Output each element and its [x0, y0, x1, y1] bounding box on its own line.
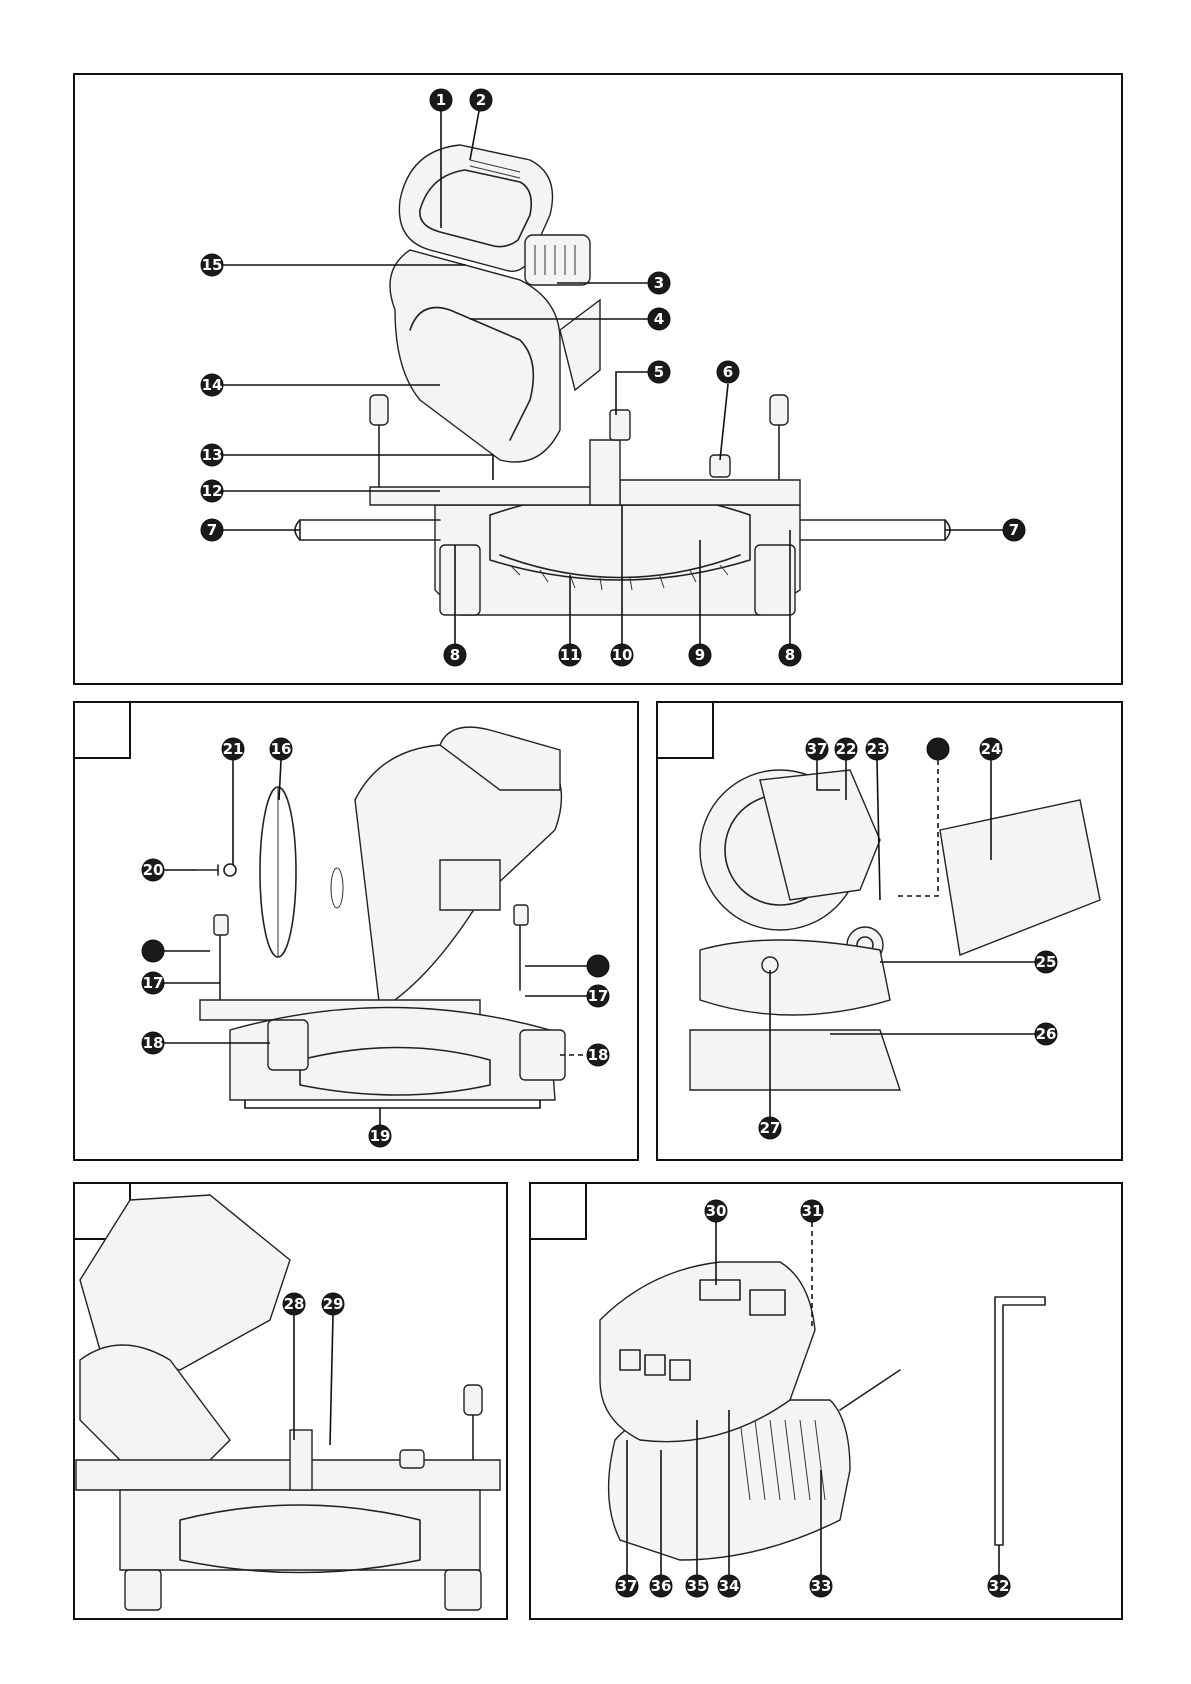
callout-marker: 23: [866, 738, 888, 760]
svg-text:30: 30: [706, 1202, 727, 1220]
svg-text:35: 35: [687, 1577, 708, 1595]
svg-text:22: 22: [836, 740, 857, 758]
svg-text:2: 2: [476, 91, 486, 109]
svg-text:29: 29: [323, 1295, 344, 1313]
svg-text:12: 12: [202, 482, 223, 500]
battery-charger-drawing: [600, 1262, 1045, 1560]
svg-text:3: 3: [654, 274, 664, 292]
callout-marker: 1: [430, 89, 452, 111]
svg-text:11: 11: [560, 646, 581, 664]
callout-marker: 31: [801, 1200, 823, 1222]
callout-marker: 2: [470, 89, 492, 111]
svg-text:17: 17: [588, 987, 609, 1005]
svg-text:28: 28: [284, 1295, 305, 1313]
svg-text:18: 18: [588, 1046, 609, 1064]
callout-marker: 20: [142, 859, 164, 881]
callout-marker: 4: [648, 308, 670, 330]
callout-marker: 18: [142, 1032, 164, 1054]
svg-text:5: 5: [654, 363, 664, 381]
svg-text:24: 24: [981, 740, 1002, 758]
saw-drawing-c: [76, 1195, 500, 1610]
svg-text:20: 20: [143, 861, 164, 879]
callout-marker: 18: [587, 1044, 609, 1066]
svg-text:23: 23: [867, 740, 888, 758]
svg-text:33: 33: [811, 1577, 832, 1595]
callout-marker: 28: [283, 1293, 305, 1315]
svg-text:10: 10: [612, 646, 633, 664]
callout-marker: 25: [1035, 951, 1057, 973]
panel-c: 28 29: [74, 1183, 507, 1619]
svg-text:7: 7: [1009, 521, 1019, 539]
callout-marker: 15: [201, 254, 223, 276]
callout-dot: [927, 738, 949, 760]
callout-marker: 27: [759, 1117, 781, 1139]
callout-marker: 17: [142, 972, 164, 994]
svg-text:7: 7: [207, 521, 217, 539]
callout-marker: 29: [322, 1293, 344, 1315]
svg-text:16: 16: [271, 740, 292, 758]
callout-marker: 8: [779, 644, 801, 666]
callout-marker: 26: [1035, 1023, 1057, 1045]
callout-marker: 30: [705, 1200, 727, 1222]
callout-marker: 24: [980, 738, 1002, 760]
saw-drawing-a: [196, 727, 565, 1100]
callout-marker: 21: [222, 738, 244, 760]
callout-marker: 7: [201, 519, 223, 541]
svg-text:15: 15: [202, 256, 223, 274]
svg-text:37: 37: [617, 1577, 638, 1595]
svg-text:21: 21: [223, 740, 244, 758]
callout-marker: 37: [806, 738, 828, 760]
callout-marker: 35: [686, 1575, 708, 1597]
svg-text:1: 1: [436, 91, 446, 109]
callout-marker: 37: [616, 1575, 638, 1597]
panel-d: 30 31 37 36 35 34 33 32: [530, 1183, 1122, 1619]
callout-marker: 10: [611, 644, 633, 666]
callout-marker: 11: [559, 644, 581, 666]
callout-marker: 3: [648, 272, 670, 294]
svg-text:25: 25: [1036, 953, 1057, 971]
svg-text:8: 8: [450, 646, 460, 664]
callout-marker: 7: [1003, 519, 1025, 541]
callout-marker: 19: [369, 1125, 391, 1147]
callout-marker: 5: [648, 361, 670, 383]
callout-marker: 17: [587, 985, 609, 1007]
svg-text:36: 36: [651, 1577, 672, 1595]
svg-text:34: 34: [719, 1577, 740, 1595]
svg-text:37: 37: [807, 740, 828, 758]
callout-marker: 13: [201, 444, 223, 466]
callout-marker: 36: [650, 1575, 672, 1597]
callout-marker: 34: [718, 1575, 740, 1597]
panel-c-callouts: 28 29: [283, 1293, 344, 1445]
svg-text:26: 26: [1036, 1025, 1057, 1043]
callout-marker: 33: [810, 1575, 832, 1597]
svg-text:32: 32: [989, 1577, 1010, 1595]
callout-marker: 8: [444, 644, 466, 666]
svg-text:17: 17: [143, 974, 164, 992]
callout-marker: 9: [689, 644, 711, 666]
svg-text:19: 19: [370, 1127, 391, 1145]
svg-text:14: 14: [202, 376, 223, 394]
callout-dot: [587, 955, 609, 977]
svg-text:8: 8: [785, 646, 795, 664]
svg-text:9: 9: [695, 646, 705, 664]
callout-marker: 6: [717, 361, 739, 383]
main-panel: 1 2 3 4 5 6 7 7 8 11: [74, 74, 1122, 684]
svg-text:27: 27: [760, 1119, 781, 1137]
svg-text:4: 4: [654, 310, 664, 328]
panel-b: 37 22 23 24 25 26 27: [657, 702, 1122, 1160]
callout-marker: 12: [201, 480, 223, 502]
callout-dot: [142, 940, 164, 962]
svg-text:18: 18: [143, 1034, 164, 1052]
callout-marker: 22: [835, 738, 857, 760]
svg-text:13: 13: [202, 446, 223, 464]
svg-text:6: 6: [723, 363, 733, 381]
callout-marker: 14: [201, 374, 223, 396]
callout-marker: 16: [270, 738, 292, 760]
panel-a: 21 16 20 17 18 17 18: [74, 702, 638, 1160]
svg-text:31: 31: [802, 1202, 823, 1220]
callout-marker: 32: [988, 1575, 1010, 1597]
